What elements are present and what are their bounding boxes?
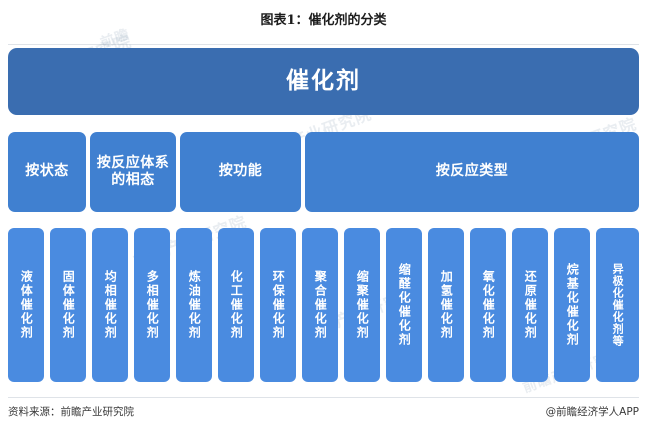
chart-title: 图表1：催化剂的分类 xyxy=(260,13,387,28)
node-label: 按反应类型 xyxy=(435,163,509,180)
diagram-level3-node[interactable]: 氧化催化剂 xyxy=(470,228,506,382)
diagram-level3-node[interactable]: 化工催化剂 xyxy=(218,228,254,382)
node-label: 环保催化剂 xyxy=(271,270,286,340)
diagram-level3-node[interactable]: 多相催化剂 xyxy=(134,228,170,382)
diagram-level3-node[interactable]: 烷基化催化剂 xyxy=(554,228,590,382)
node-label: 多相催化剂 xyxy=(145,270,160,340)
diagram-root-node[interactable]: 催化剂 xyxy=(8,48,639,115)
diagram-level2-node-by-reaction-type[interactable]: 按反应类型 xyxy=(305,132,639,212)
diagram-level3-node[interactable]: 还原催化剂 xyxy=(512,228,548,382)
diagram-level3-node[interactable]: 均相催化剂 xyxy=(92,228,128,382)
source-note: 资料来源：前瞻产业研究院 xyxy=(8,406,134,418)
diagram-level2-node-by-state[interactable]: 按状态 xyxy=(8,132,86,212)
node-label: 催化剂 xyxy=(286,68,361,95)
node-label: 液体催化剂 xyxy=(19,270,34,340)
diagram-level2-node-by-phase[interactable]: 按反应体系的相态 xyxy=(90,132,176,212)
top-divider xyxy=(8,44,639,45)
node-label: 氧化催化剂 xyxy=(481,270,496,340)
diagram-level3-node[interactable]: 炼油催化剂 xyxy=(176,228,212,382)
diagram-level3-node[interactable]: 加氢催化剂 xyxy=(428,228,464,382)
bottom-divider xyxy=(8,397,639,398)
node-label: 固体催化剂 xyxy=(61,270,76,340)
diagram-level3-node[interactable]: 异极化催化剂等 xyxy=(596,228,639,382)
node-label: 聚合催化剂 xyxy=(313,270,328,340)
node-label: 缩聚催化剂 xyxy=(355,270,370,340)
diagram-level3-node[interactable]: 液体催化剂 xyxy=(8,228,44,382)
node-label: 加氢催化剂 xyxy=(439,270,454,340)
node-label: 烷基化催化剂 xyxy=(565,263,580,347)
diagram-level3-node[interactable]: 环保催化剂 xyxy=(260,228,296,382)
node-label: 炼油催化剂 xyxy=(187,270,202,340)
node-label: 异极化催化剂等 xyxy=(611,263,625,347)
attribution-note: @前瞻经济学人APP xyxy=(545,406,639,418)
node-label: 均相催化剂 xyxy=(103,270,118,340)
node-label: 按功能 xyxy=(218,163,263,180)
node-label: 缩醛化催化剂 xyxy=(397,263,412,347)
node-label: 按反应体系的相态 xyxy=(96,154,170,188)
diagram-level3-node[interactable]: 缩醛化催化剂 xyxy=(386,228,422,382)
node-label: 化工催化剂 xyxy=(229,270,244,340)
diagram-level3-node[interactable]: 聚合催化剂 xyxy=(302,228,338,382)
diagram-level3-node[interactable]: 固体催化剂 xyxy=(50,228,86,382)
diagram-level2-node-by-function[interactable]: 按功能 xyxy=(180,132,301,212)
diagram-level3-node[interactable]: 缩聚催化剂 xyxy=(344,228,380,382)
node-label: 按状态 xyxy=(25,163,69,180)
node-label: 还原催化剂 xyxy=(523,270,538,340)
